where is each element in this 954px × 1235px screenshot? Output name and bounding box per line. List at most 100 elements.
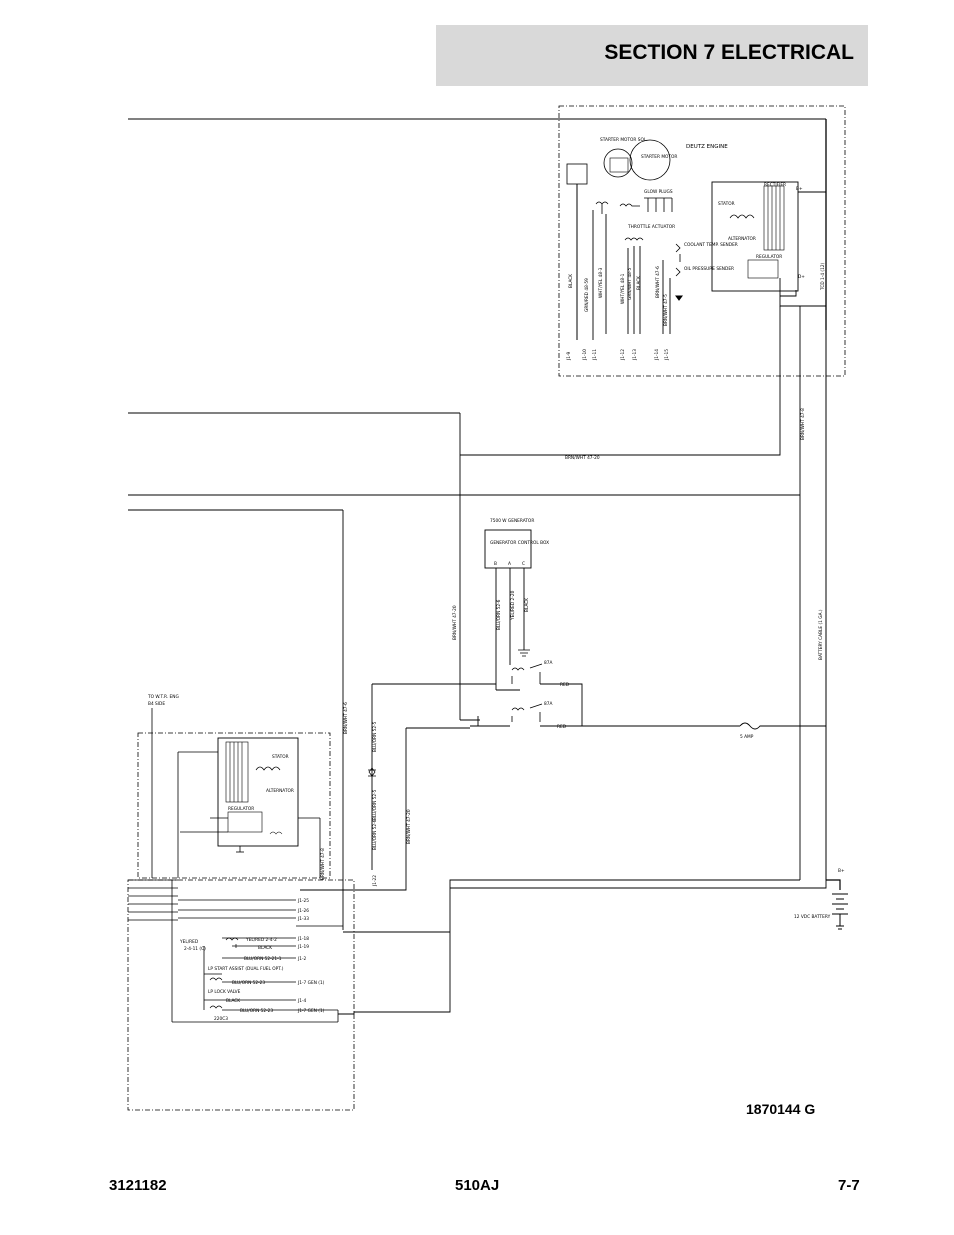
wire-label-wht-yel-48-3: WHT/YEL 48-3	[598, 267, 604, 298]
wtr-rectifier-diodes	[229, 742, 243, 802]
svg-text:J1-19: J1-19	[297, 944, 309, 950]
wire-label-brn-wht-47-20-v2: BRN/WHT 47-20	[406, 809, 412, 844]
wire-label-grn-wht: GRN/WHT 48-5	[627, 268, 633, 300]
wtr-stator-coil	[255, 766, 281, 771]
glow-plugs-symbol	[644, 197, 673, 212]
oil-pressure-sender-label: OIL PRESSURE SENDER	[684, 266, 734, 272]
svg-text:J1-7 GEN (1): J1-7 GEN (1)	[297, 980, 325, 986]
glow-relay	[595, 201, 640, 214]
speed-sensor-box	[566, 163, 588, 185]
svg-text:J1-33: J1-33	[297, 916, 309, 922]
alternator-label: ALTERNATOR	[728, 236, 756, 242]
wire-label-black-gen: BLACK	[524, 598, 530, 612]
alternator-box	[711, 181, 799, 292]
generator-wires	[495, 568, 525, 691]
throttle-actuator-label: THROTTLE ACTUATOR	[627, 224, 675, 230]
fuse-5amp	[739, 722, 826, 730]
wtr-enclosure	[137, 732, 331, 879]
left-harness-lines	[128, 412, 800, 930]
wtr-reg-coil	[269, 831, 283, 835]
wire-label-black-j19: BLACK	[568, 274, 574, 288]
lp-start-assist-label: LP START ASSIST (DUAL FUEL OPT.)	[208, 966, 284, 972]
wire-label-blu-orn-52-21: BLU/ORN 52-21-1	[244, 956, 282, 962]
wire-brn-wht-47-20-h	[460, 306, 781, 456]
wire-label-brn-wht-47-5: BRN/WHT 47-5	[663, 294, 669, 326]
footer-right: 7-7	[838, 1177, 860, 1194]
svg-text:J1-11: J1-11	[592, 349, 598, 361]
wtr-alternator-box	[217, 737, 299, 847]
alt-wire-right	[779, 191, 826, 307]
svg-text:J1-14: J1-14	[654, 349, 660, 361]
svg-text:J1-7 GEN (1): J1-7 GEN (1)	[297, 1008, 325, 1014]
generator-control-box	[484, 529, 532, 569]
wire-label-blu-orn-52-5-a: BLU/ORN 52-5	[372, 721, 378, 752]
battery-symbol	[832, 893, 848, 930]
ground-arrow	[675, 295, 683, 301]
wire-relay-link	[460, 716, 510, 727]
oil-sender-symbol	[675, 267, 681, 277]
footer-center: 510AJ	[455, 1177, 500, 1194]
svg-text:J1-13: J1-13	[632, 349, 638, 361]
wtr-stator-label: STATOR	[272, 754, 289, 760]
starter-sol-symbol	[603, 148, 633, 178]
throttle-coil	[624, 237, 644, 241]
zone-label: 220C3	[214, 1016, 228, 1022]
wire-brn-wht-47-20-v2	[300, 727, 470, 891]
lp-coil-2	[209, 1005, 223, 1009]
wtr-alternator-label: ALTERNATOR	[266, 788, 294, 794]
wire-label-yel-red-242: YEL/RED 2-4-2	[245, 937, 277, 943]
svg-text:J1-12: J1-12	[620, 349, 626, 361]
svg-text:J1-4: J1-4	[297, 998, 307, 1004]
coolant-sender-symbol	[675, 243, 681, 262]
deutz-engine-label: DEUTZ ENGINE	[686, 144, 728, 150]
starter-motor-label: STARTER MOTOR	[641, 154, 677, 160]
gen-c-label: C	[522, 561, 525, 567]
wire-battery	[826, 879, 841, 890]
footer-left: 3121182	[109, 1177, 167, 1194]
svg-text:J1-9: J1-9	[566, 351, 572, 361]
black-a-label: BLACK	[258, 945, 272, 951]
wire-label-blu-orn-j122: BLU/ORN 52-6	[372, 819, 378, 850]
lower-relay-coil	[225, 937, 239, 948]
relay-upper	[511, 663, 543, 684]
wire-label-brn-wht-47-20-h: BRN/WHT 47-20	[565, 455, 600, 461]
stator-label: STATOR	[718, 201, 735, 207]
rectifier-label: RECTIFIER	[764, 182, 786, 188]
wire-to-right-2	[343, 880, 827, 933]
connector-symbol	[368, 767, 376, 777]
wire-blu-orn-52-5	[371, 683, 496, 870]
battery-label: 12 VDC BATTERY	[794, 914, 831, 920]
wire-label-blu-orn-52-6: BLU/ORN 52-6	[496, 599, 502, 630]
wire-to-right-1	[338, 879, 800, 1015]
red1-label: RED	[560, 682, 570, 688]
wire-label-brn-wht-47-6: BRN/WHT 47-6	[655, 266, 661, 298]
regulator-block	[747, 259, 779, 279]
lp-coil-1	[209, 977, 223, 981]
lower-harness	[128, 879, 343, 1023]
relay1-label: 87A	[544, 660, 552, 666]
starter-sol-box	[609, 157, 629, 173]
yel-red-left-label: YEL/RED	[179, 939, 199, 945]
wire-label-yel-red-2-20: YEL/RED 2-20	[510, 590, 516, 621]
engine-wires	[592, 210, 671, 340]
yel-red-left-sub: 2-4-11 (C)	[184, 946, 206, 952]
gen-a-label: A	[508, 561, 511, 567]
wire-label-brn-wht-47-6-v: BRN/WHT 47-6	[343, 702, 349, 734]
junction-enclosure	[127, 879, 355, 1111]
wire-brn-wht-47-8-right	[780, 305, 801, 880]
wire-red-upper	[540, 683, 583, 726]
lower-connectors: J1-25 J1-26 J1-33 J1-18 J1-19 J1-2 J1-7 …	[297, 898, 325, 1014]
svg-text:J1-10: J1-10	[582, 349, 588, 361]
wire-label-brn-wht-47-20-v: BRN/WHT 47-20	[452, 605, 458, 640]
generator-box-label: GENERATOR CONTROL BOX	[490, 540, 549, 546]
relay-lower	[511, 703, 543, 722]
wire-label-wht-yel-48-1: WHT/YEL 48-1	[620, 273, 626, 304]
d-plus-label: D+	[798, 274, 805, 280]
red2-label: RED	[557, 724, 567, 730]
rectifier-diodes	[767, 186, 781, 250]
relay2-label: 87A	[544, 701, 552, 707]
drawing-number: 1870144 G	[746, 1101, 816, 1117]
top-connectors: J1-9 J1-10 J1-11 J1-12 J1-13 J1-14 J1-15	[566, 349, 670, 361]
glow-plugs-label: GLOW PLUGS	[644, 189, 673, 195]
